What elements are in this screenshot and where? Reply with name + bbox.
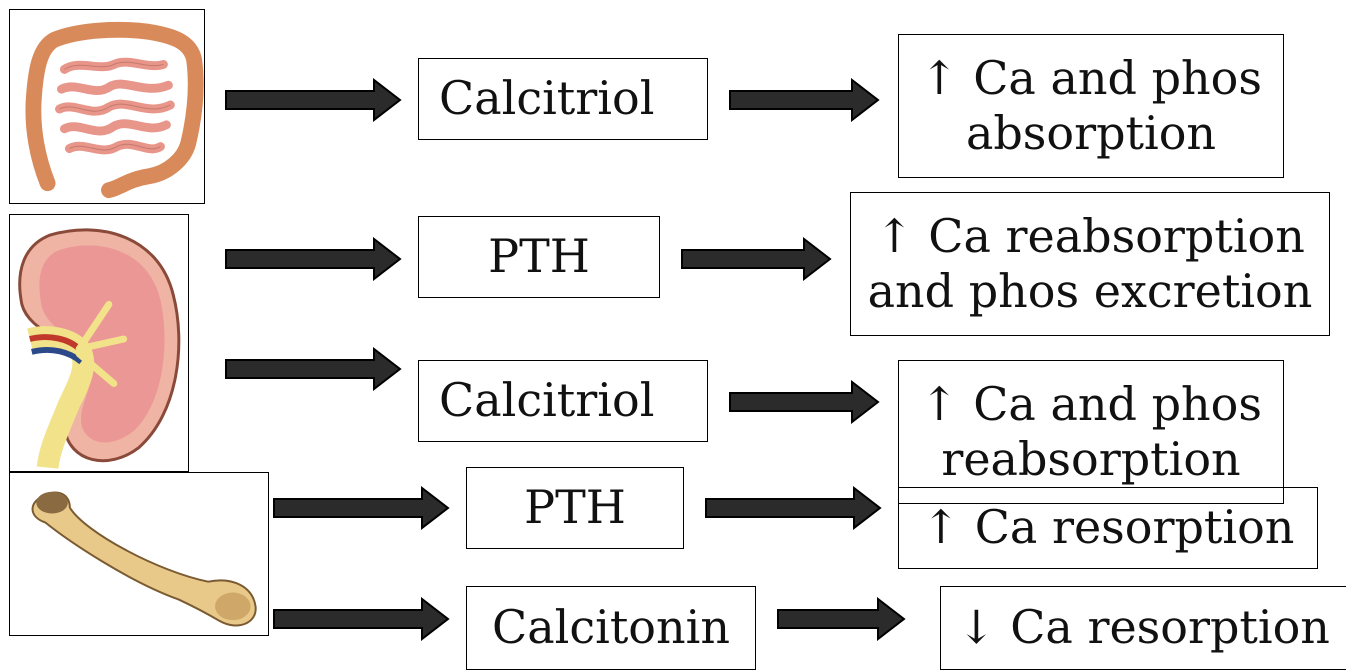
intestine-icon	[10, 10, 204, 203]
arrow-bone-to-pth	[273, 486, 450, 530]
effect-line: ↑ Ca resorption	[921, 500, 1295, 555]
effect-box-kidney-pth: ↑ Ca reabsorption and phos excretion	[850, 192, 1330, 336]
arrow-pth-to-effect-bone	[705, 486, 882, 530]
arrow-kidney-to-calcitriol	[225, 347, 402, 391]
hormone-label: Calcitriol	[439, 373, 655, 428]
effect-line: ↑ Ca and phos	[920, 376, 1262, 431]
hormone-box-calcitriol-intestine: Calcitriol	[418, 58, 708, 140]
bone-icon	[10, 473, 268, 635]
hormone-label: PTH	[488, 229, 590, 284]
arrow-bone-to-calcitonin	[273, 597, 450, 641]
effect-line: and phos excretion	[867, 264, 1313, 318]
effect-line: reabsorption	[941, 432, 1241, 486]
kidney-image	[9, 214, 189, 472]
effect-line: ↑ Ca reabsorption	[875, 208, 1305, 263]
effect-box-bone-pth: ↑ Ca resorption	[898, 487, 1318, 569]
arrow-kidney-to-pth	[225, 237, 402, 281]
kidney-icon	[10, 215, 188, 471]
hormone-label: Calcitonin	[492, 600, 730, 655]
arrow-calcitriol-to-effect-intestine	[729, 78, 880, 122]
arrow-calcitriol-to-effect-kidney	[729, 380, 880, 424]
effect-line: ↓ Ca resorption	[957, 600, 1330, 655]
effect-box-bone-calcitonin: ↓ Ca resorption	[940, 586, 1346, 670]
hormone-label: Calcitriol	[439, 71, 655, 126]
hormone-box-calcitriol-kidney: Calcitriol	[418, 360, 708, 442]
arrow-calcitonin-to-effect-bone	[777, 597, 906, 641]
hormone-box-pth-bone: PTH	[466, 467, 684, 549]
hormone-box-calcitonin-bone: Calcitonin	[466, 586, 756, 670]
hormone-label: PTH	[524, 480, 626, 535]
bone-image	[9, 472, 269, 636]
effect-line: ↑ Ca and phos	[920, 50, 1262, 105]
effect-line: absorption	[965, 106, 1217, 160]
intestine-image	[9, 9, 205, 204]
arrow-pth-to-effect-kidney	[681, 237, 832, 281]
effect-box-intestine: ↑ Ca and phos absorption	[898, 34, 1284, 178]
effect-box-kidney-calcitriol: ↑ Ca and phos reabsorption	[898, 360, 1284, 504]
arrow-intestine-to-hormone	[225, 78, 402, 122]
hormone-box-pth-kidney: PTH	[418, 216, 660, 298]
